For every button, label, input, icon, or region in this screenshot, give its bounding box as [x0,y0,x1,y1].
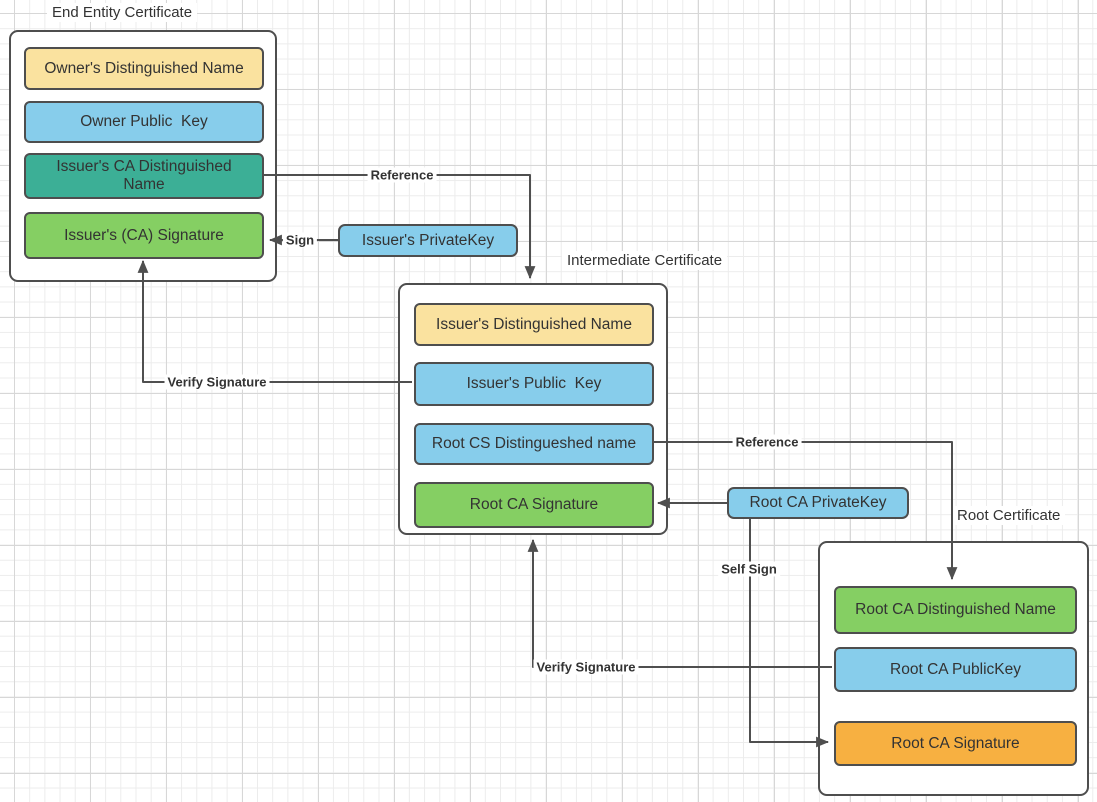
edge-label-reference-mid: Reference [732,434,802,450]
intermediate-certificate-group: Issuer's Distinguished Name Issuer's Pub… [398,283,668,535]
owners-distinguished-name-box: Owner's Distinguished Name [24,47,264,90]
issuers-ca-signature-box: Issuer's (CA) Signature [24,212,264,259]
edge-label-verify-signature-left: Verify Signature [164,374,270,390]
issuers-ca-distinguished-name-box: Issuer's CA Distinguished Name [24,153,264,199]
end-entity-certificate-title: End Entity Certificate [47,3,198,22]
edge-label-sign: Sign [282,232,318,248]
root-ca-privatekey-box: Root CA PrivateKey [727,487,909,519]
root-ca-signature-intermediate-box: Root CA Signature [414,482,654,528]
edge-label-verify-signature-bottom: Verify Signature [533,659,639,675]
edge-label-reference-top: Reference [367,167,437,183]
root-cs-distingueshed-name-box: Root CS Distingueshed name [414,423,654,465]
root-certificate-group: Root CA Distinguished Name Root CA Publi… [818,541,1089,796]
edge-verify-signature-intermediate-to-end [137,259,412,383]
root-ca-distinguished-name-box: Root CA Distinguished Name [834,586,1077,634]
edge-verify-signature-root-to-intermediate [527,538,832,668]
issuers-distinguished-name-box: Issuer's Distinguished Name [414,303,654,346]
root-certificate-title: Root Certificate [952,506,1066,525]
edge-self-sign [749,519,830,748]
edge-label-self-sign: Self Sign [718,561,780,577]
intermediate-certificate-title: Intermediate Certificate [562,251,728,270]
root-ca-signature-root-box: Root CA Signature [834,721,1077,766]
edge-reference-end-to-intermediate [263,174,536,280]
owner-public-key-box: Owner Public Key [24,101,264,143]
root-ca-publickey-box: Root CA PublicKey [834,647,1077,692]
edge-reference-intermediate-to-root [652,441,958,581]
issuers-privatekey-box: Issuer's PrivateKey [338,224,518,257]
issuers-public-key-box: Issuer's Public Key [414,362,654,406]
